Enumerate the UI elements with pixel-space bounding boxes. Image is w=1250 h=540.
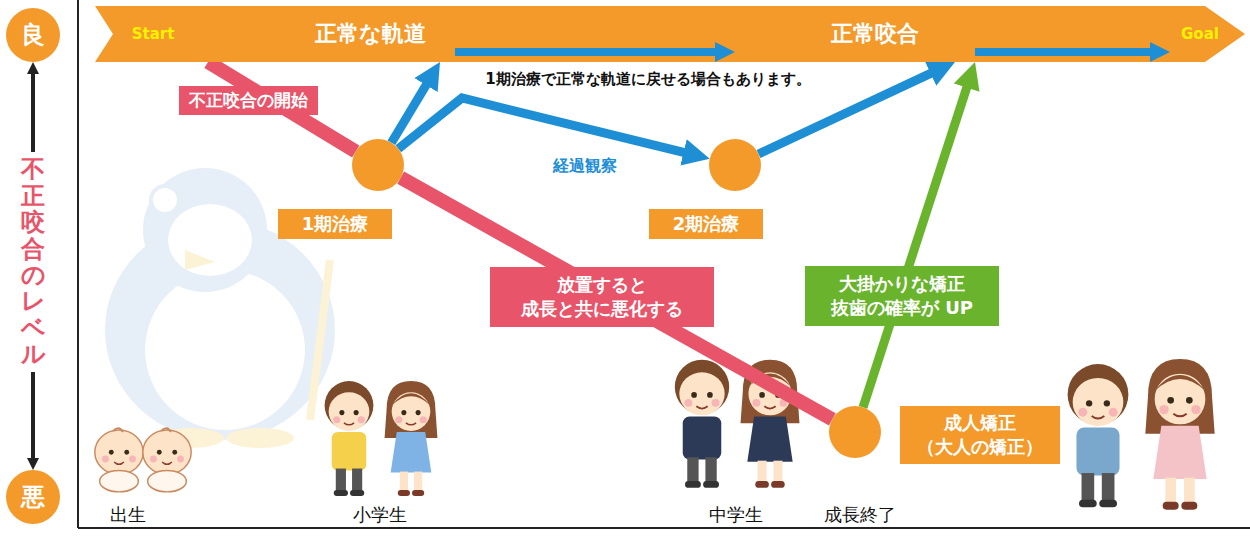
level-circle: 良 xyxy=(6,8,60,62)
stage-label: 出生 xyxy=(110,503,146,527)
student-figure xyxy=(675,360,729,488)
stage-label: 成長終了 xyxy=(824,503,896,527)
node-label: 2期治療 xyxy=(649,209,764,239)
baby-figure xyxy=(95,428,143,492)
penguin-foot xyxy=(226,428,294,448)
treatment-circle: 1期治療 xyxy=(352,139,404,191)
malocclusion-line xyxy=(401,178,833,420)
child-figure xyxy=(385,381,438,496)
track-arrow xyxy=(975,48,1156,56)
node-label: 悪 xyxy=(21,481,45,513)
band-text: 正常咬合 xyxy=(831,19,919,49)
penguin-mirror xyxy=(151,186,179,214)
track-arrowhead xyxy=(1150,42,1170,62)
edge-label: 経過観察 xyxy=(550,155,620,178)
penguin-head xyxy=(143,168,267,292)
band-text: Goal xyxy=(1181,25,1219,43)
stage-label: 小学生 xyxy=(353,503,407,527)
axis-line xyxy=(78,527,1250,529)
adult-treatment-arrow xyxy=(863,83,968,408)
band-text: Start xyxy=(132,25,175,43)
level-circle: 悪 xyxy=(6,470,60,524)
baby-figure xyxy=(143,428,191,492)
treatment-circle: 2期治療 xyxy=(709,139,761,191)
track-band: Start 正常な軌道 正常咬合 Goal xyxy=(95,6,1245,62)
treatment-circle: 成人矯正 （大人の矯正） xyxy=(829,406,881,458)
observation-arrow xyxy=(398,98,688,154)
stage-label: 中学生 xyxy=(709,503,763,527)
edge-label: 不正咬合の開始 xyxy=(179,86,318,115)
penguin-beak xyxy=(185,250,215,270)
edge-label: 大掛かりな矯正 抜歯の確率が UP xyxy=(805,266,999,327)
track-arrow xyxy=(455,48,721,56)
adult-figure xyxy=(1145,359,1214,510)
node-label: 良 xyxy=(21,19,45,51)
band-arrow xyxy=(95,6,1245,62)
node-label: 成人矯正 （大人の矯正） xyxy=(900,406,1060,465)
band-text: 正常な軌道 xyxy=(315,19,426,49)
edge-label: 1期治療で正常な軌道に戻せる場合もあります。 xyxy=(485,70,810,89)
adult-figure xyxy=(1068,364,1129,507)
child-figure xyxy=(325,381,374,496)
band-shape xyxy=(95,6,1245,62)
penguin-face xyxy=(168,204,252,276)
axis-line xyxy=(77,0,79,528)
edge-label: 放置すると 成長と共に悪化する xyxy=(490,267,714,328)
edge-label: 不正咬合のレベル xyxy=(21,152,45,371)
track-arrowhead xyxy=(715,42,735,62)
node-label: 1期治療 xyxy=(278,209,393,239)
penguin-belly xyxy=(145,270,305,430)
